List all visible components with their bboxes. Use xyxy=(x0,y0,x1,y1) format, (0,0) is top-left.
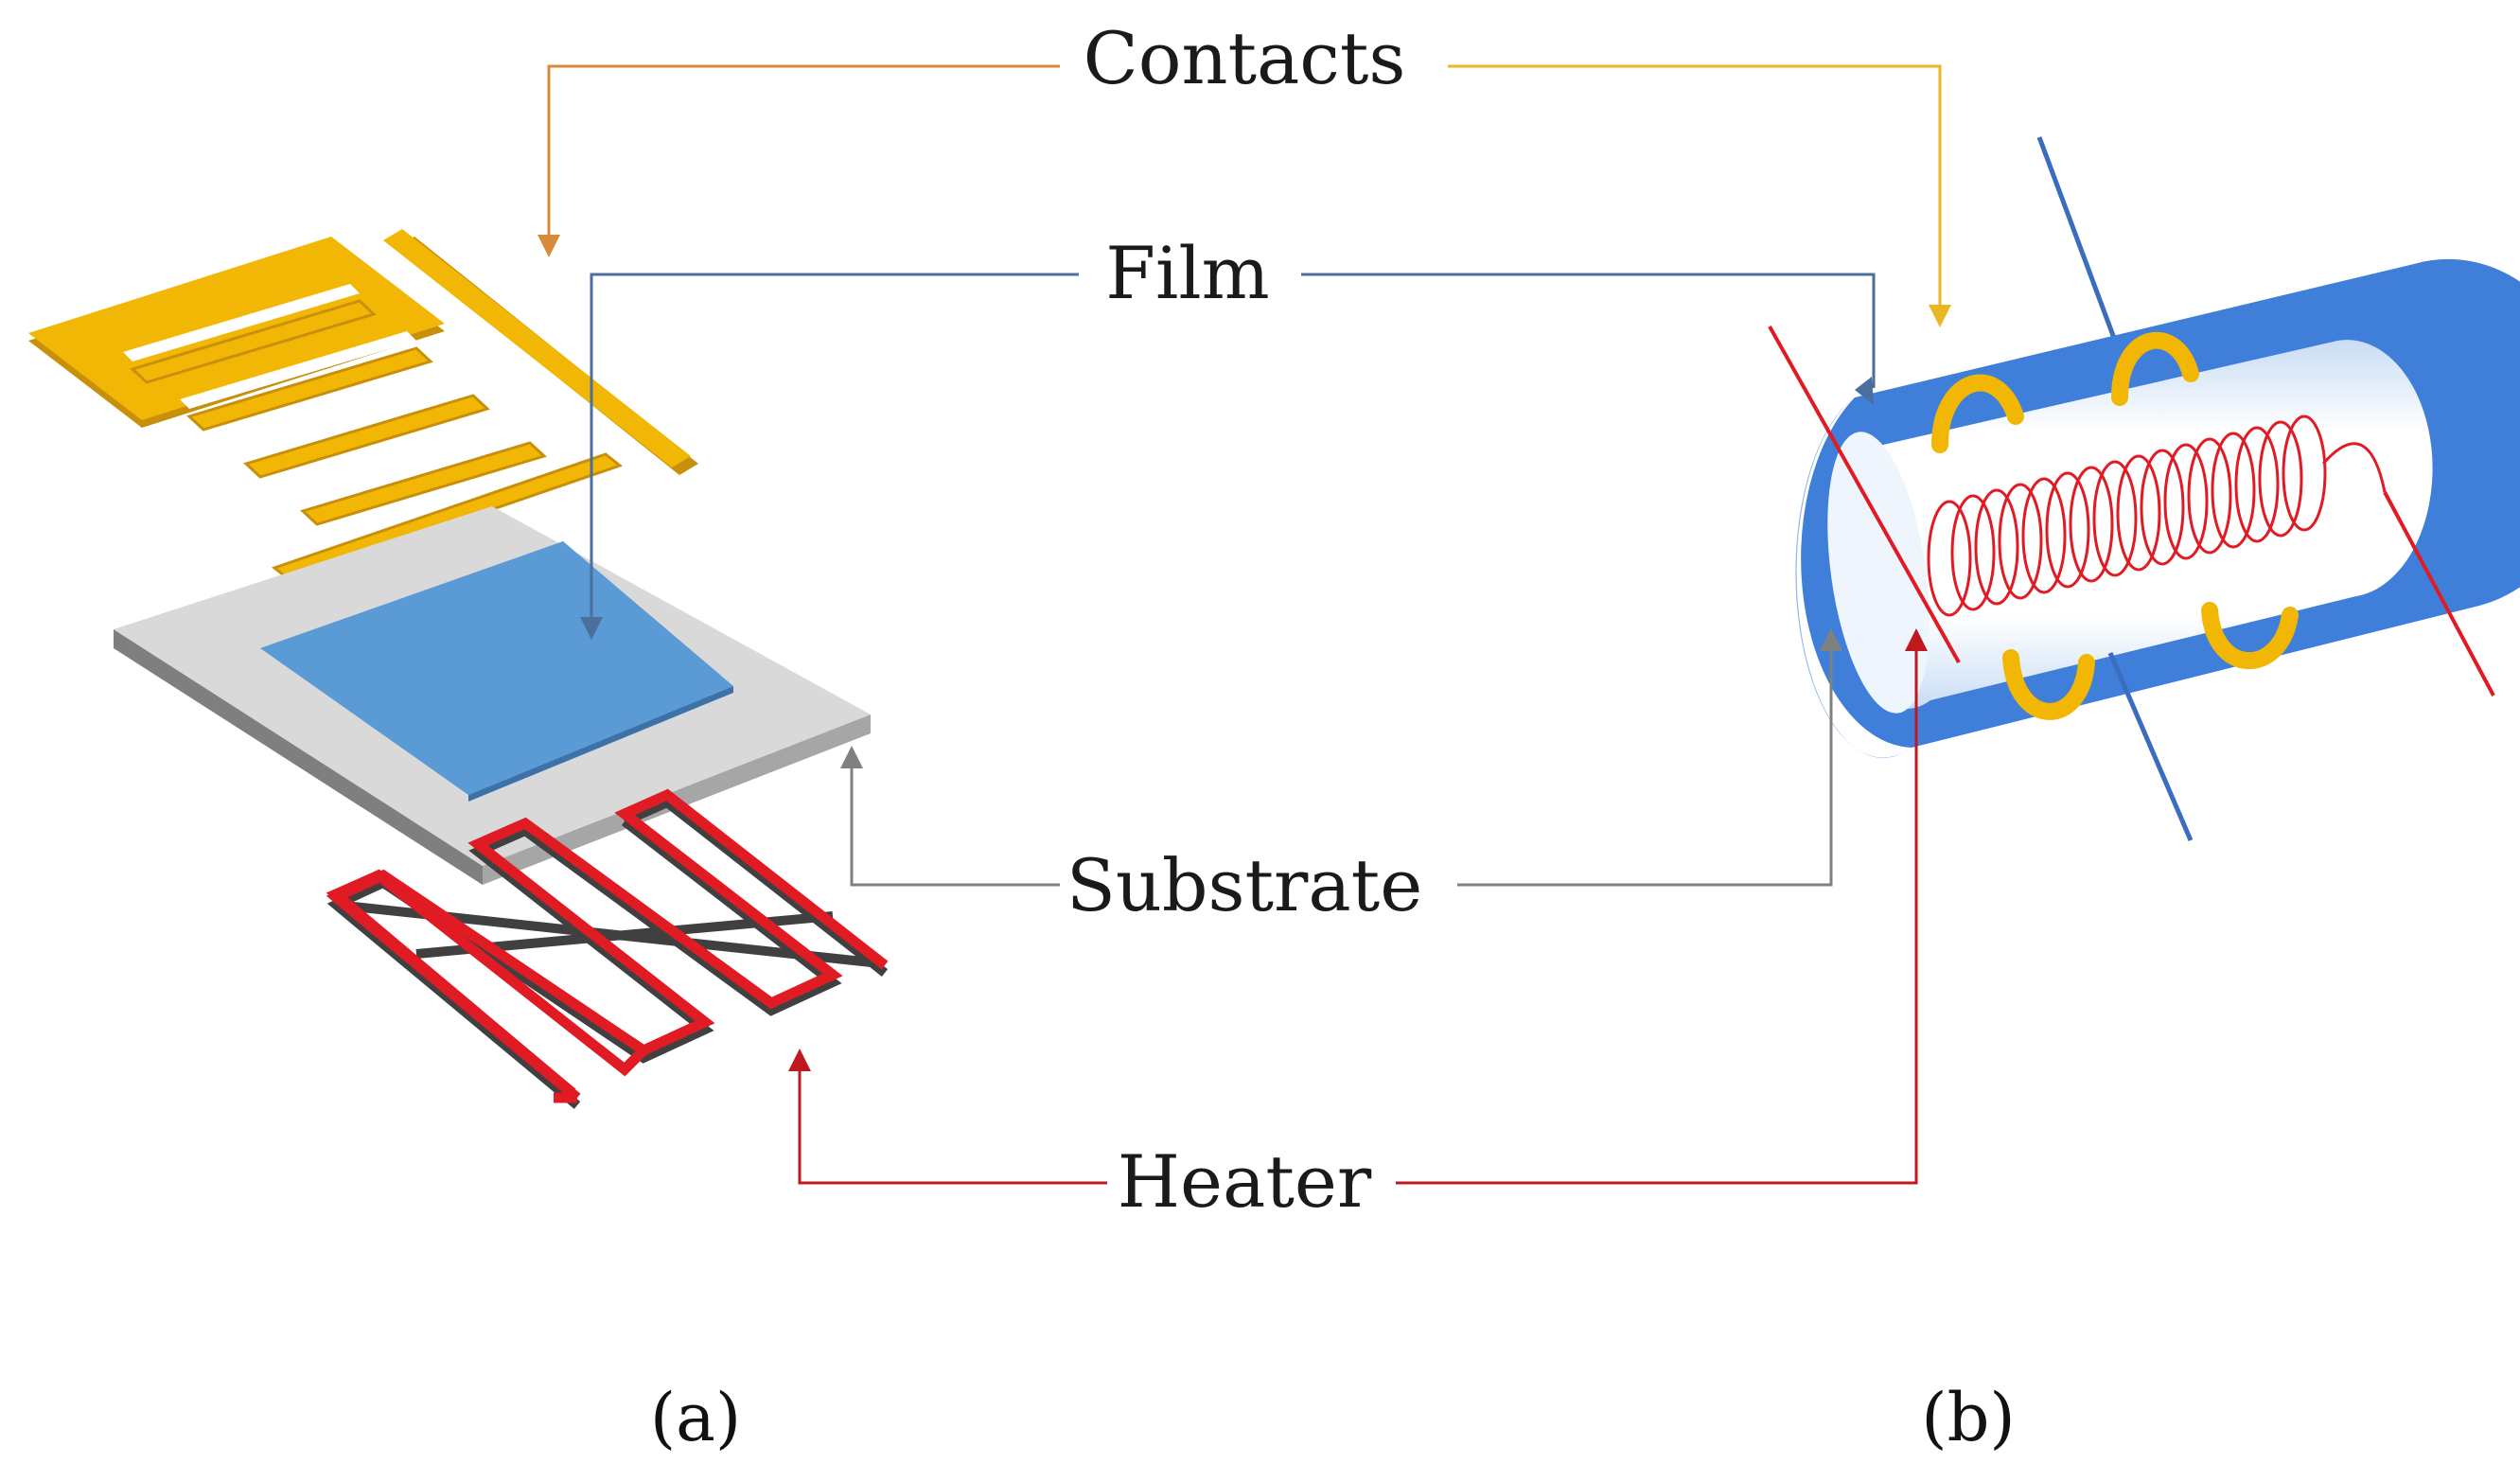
contacts-electrode-layer xyxy=(28,229,698,581)
film-edge xyxy=(468,686,733,802)
caption-a: (a) xyxy=(650,1379,741,1456)
caption-b: (b) xyxy=(1921,1379,2015,1456)
substrate-arrowhead-right xyxy=(1820,628,1842,651)
film-arrow-left xyxy=(590,273,1079,625)
label-film: Film xyxy=(1105,231,1269,315)
tubular-sensor xyxy=(1768,136,2520,841)
heater-meander xyxy=(326,788,889,1109)
contacts-arrow-right xyxy=(1448,64,1942,312)
heater-trace xyxy=(326,788,889,1102)
heater-wire xyxy=(1768,326,1961,663)
heater-arrowhead-right xyxy=(1905,628,1928,651)
label-contacts: Contacts xyxy=(1084,16,1406,100)
contact-bus-bar-top xyxy=(383,229,691,467)
contact-gaps xyxy=(123,284,530,503)
planar-sensor xyxy=(28,229,889,1109)
substrate-layer xyxy=(114,506,871,885)
heater-coil xyxy=(1927,414,2387,617)
heater-arrowhead-left xyxy=(788,1049,811,1071)
electrode-wire xyxy=(2107,652,2194,841)
heater-wire xyxy=(2383,491,2495,696)
heater-arrow-left xyxy=(798,1065,1107,1185)
film-layer xyxy=(260,541,733,795)
contacts-arrowhead-right xyxy=(1929,305,1951,327)
substrate-arrow-left xyxy=(850,762,1060,887)
electrode-wire xyxy=(2036,136,2118,342)
substrate-arrowhead-left xyxy=(840,746,863,768)
film-arrowhead-left xyxy=(580,617,603,640)
tube-end-hole xyxy=(1827,432,1930,714)
contact-fingers xyxy=(130,299,547,526)
callout-arrows xyxy=(537,64,1951,1185)
film-arrowhead-right xyxy=(1855,377,1874,405)
contacts-arrowhead-left xyxy=(537,235,560,257)
label-substrate: Substrate xyxy=(1066,843,1422,927)
substrate-arrow-right xyxy=(1457,644,1833,887)
film-arrow-right xyxy=(1301,273,1876,388)
substrate-side xyxy=(114,629,483,885)
tube-contacts xyxy=(1931,331,2299,720)
label-heater: Heater xyxy=(1118,1139,1372,1224)
heater-arrow-right xyxy=(1396,644,1918,1185)
contacts-arrow-left xyxy=(547,64,1060,241)
